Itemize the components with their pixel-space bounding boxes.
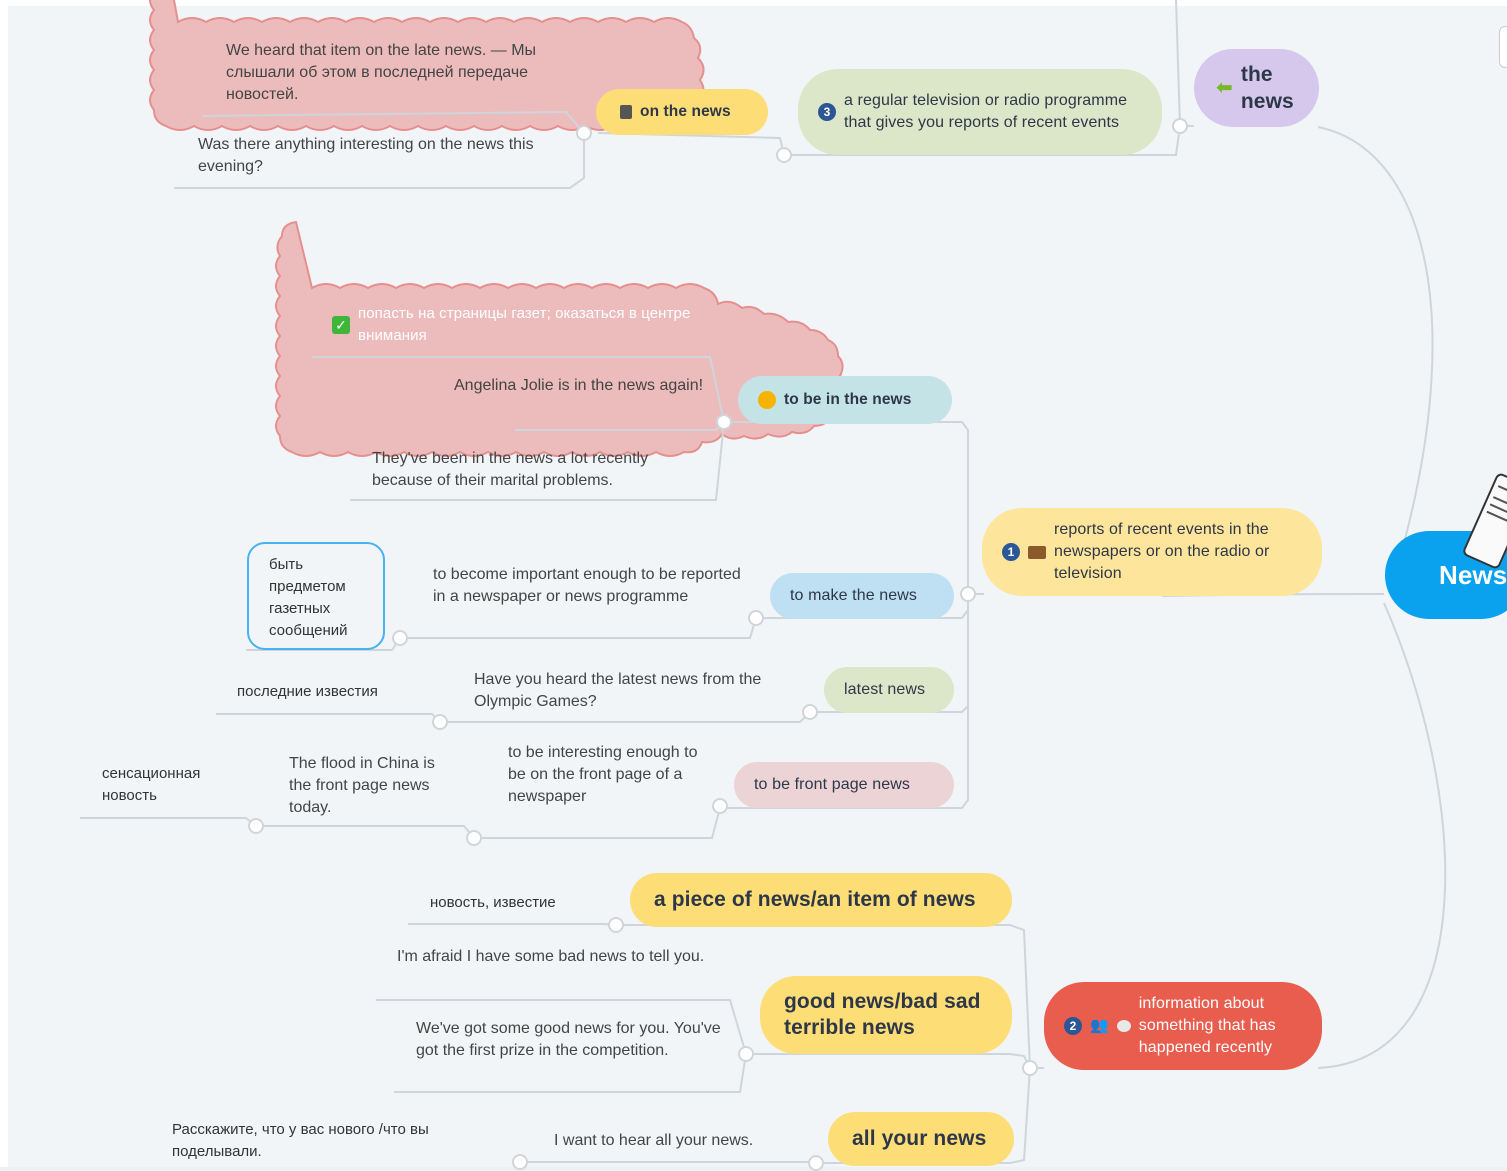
translation-in-the-news[interactable]: ✓ попасть на страницы газет; оказаться в… [332, 302, 702, 348]
arrow-left-icon: ⬅ [1216, 76, 1233, 99]
connector-dot[interactable] [608, 917, 624, 933]
number-badge: 2 [1064, 1017, 1082, 1035]
topic-to-be-in-the-news[interactable]: to be in the news [738, 376, 952, 424]
definition-information[interactable]: 2 👥 information about something that has… [1044, 982, 1322, 1070]
translation-front-page[interactable]: сенсационная новость [102, 765, 201, 804]
connector-dot[interactable] [1022, 1060, 1038, 1076]
connector-dot[interactable] [716, 414, 732, 430]
connector-dot[interactable] [960, 586, 976, 602]
example-bad-news[interactable]: I'm afraid I have some bad news to tell … [397, 948, 705, 965]
topic-to-be-in-the-news-label: to be in the news [784, 391, 912, 408]
connector-dot[interactable] [776, 147, 792, 163]
example-all-your-news[interactable]: I want to hear all your news. [554, 1132, 754, 1149]
topic-front-page-news[interactable]: to be front page news [734, 762, 954, 808]
definition-regular-programme[interactable]: 3 a regular television or radio programm… [798, 69, 1162, 155]
example-flood-china[interactable]: The flood in China is the front page new… [289, 755, 435, 816]
translation-all-your-news[interactable]: Расскажите, что у вас нового /что вы под… [172, 1121, 429, 1160]
topic-all-your-news-label: all your news [852, 1127, 987, 1150]
translation-piece-of-news[interactable]: новость, известие [430, 894, 556, 911]
example-good-news[interactable]: We've got some good news for you. You've… [416, 1020, 721, 1059]
topic-on-the-news[interactable]: on the news [596, 89, 768, 135]
topic-good-bad-news-label: good news/bad sad terrible news [784, 990, 981, 1039]
number-badge: 3 [818, 103, 836, 121]
topic-to-make-the-news-label: to make the news [790, 587, 917, 604]
speech-bubble-icon [1116, 1020, 1131, 1032]
topic-good-bad-news[interactable]: good news/bad sad terrible news [760, 976, 1012, 1054]
definition-front-page[interactable]: to be interesting enough to be on the fr… [508, 744, 698, 805]
connector-dot[interactable] [392, 630, 408, 646]
topic-to-make-the-news[interactable]: to make the news [770, 573, 954, 619]
topic-the-news-label: the news [1240, 63, 1294, 113]
radio-icon [1028, 545, 1046, 559]
definition-information-text: information about something that has hap… [1138, 995, 1276, 1056]
connector-dot[interactable] [802, 704, 818, 720]
connector-dot[interactable] [248, 818, 264, 834]
cloud-to-be-in-the-news [275, 220, 844, 457]
topic-front-page-news-label: to be front page news [754, 776, 910, 793]
definition-make-the-news[interactable]: to become important enough to be reporte… [433, 566, 741, 605]
definition-reports[interactable]: 1 reports of recent events in the newspa… [982, 508, 1322, 596]
topic-all-your-news[interactable]: all your news [828, 1112, 1014, 1166]
tv-icon [620, 105, 632, 119]
topic-latest-news[interactable]: latest news [824, 667, 954, 713]
topic-latest-news-label: latest news [844, 681, 926, 698]
topic-piece-of-news[interactable]: a piece of news/an item of news [630, 873, 1012, 927]
example-marital-problems[interactable]: They've been in the news a lot recently … [372, 450, 649, 489]
example-late-news[interactable]: We heard that item on the late news. — М… [226, 42, 537, 103]
example-interesting-evening[interactable]: Was there anything interesting on the ne… [198, 136, 534, 175]
topic-the-news[interactable]: ⬅ the news [1194, 49, 1319, 127]
translation-make-the-news[interactable]: быть предметом газетных сообщений [247, 542, 385, 650]
canvas-left-margin [0, 0, 8, 1167]
connector-dot[interactable] [1172, 118, 1188, 134]
scrollbar-handle[interactable] [1499, 26, 1507, 68]
example-olympic-games[interactable]: Have you heard the latest news from the … [474, 671, 762, 710]
number-badge: 1 [1002, 543, 1020, 561]
check-mark-icon: ✓ [332, 316, 350, 334]
translation-latest-news[interactable]: последние известия [237, 683, 378, 700]
topic-piece-of-news-label: a piece of news/an item of news [654, 888, 976, 911]
topic-on-the-news-label: on the news [640, 103, 731, 120]
connector-dot[interactable] [808, 1155, 824, 1171]
people-icon: 👥 [1090, 1017, 1109, 1034]
connector-dot[interactable] [738, 1046, 754, 1062]
example-angelina-jolie[interactable]: Angelina Jolie is in the news again! [454, 377, 704, 394]
grimace-emoji-icon [758, 391, 776, 409]
definition-regular-programme-text: a regular television or radio programme … [844, 92, 1128, 131]
definition-reports-text: reports of recent events in the newspape… [1054, 521, 1270, 582]
connector-dot[interactable] [576, 125, 592, 141]
connector-dot[interactable] [712, 798, 728, 814]
connector-dot[interactable] [512, 1154, 528, 1170]
connector-dot[interactable] [432, 714, 448, 730]
connector-dot[interactable] [466, 830, 482, 846]
translation-in-the-news-text: попасть на страницы газет; оказаться в ц… [358, 305, 691, 344]
connector-dot[interactable] [748, 610, 764, 626]
